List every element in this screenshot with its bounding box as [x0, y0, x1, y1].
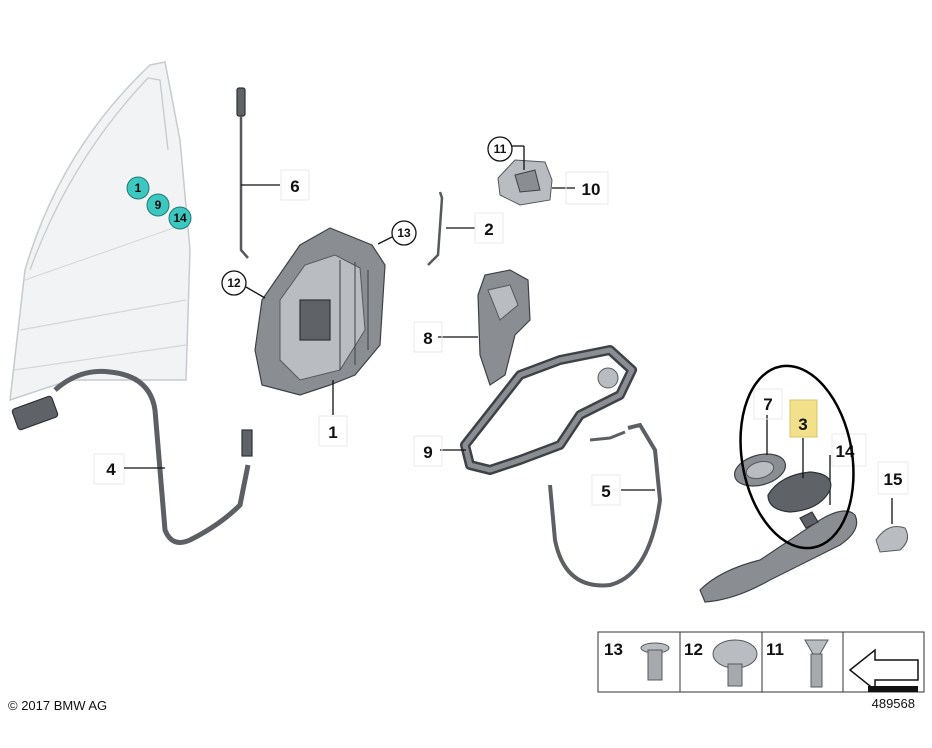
- screw-13-cell: 13: [604, 640, 670, 681]
- svg-text:9: 9: [155, 198, 162, 212]
- door-marker-1: 1: [126, 176, 150, 200]
- part-7-gasket: [733, 453, 787, 487]
- svg-text:12: 12: [684, 640, 703, 659]
- callout-8: 8: [423, 329, 432, 348]
- part-1-door-lock: [254, 227, 386, 396]
- svg-text:11: 11: [766, 640, 784, 659]
- callout-1: 1: [328, 423, 337, 442]
- callout-5: 5: [601, 482, 610, 501]
- callout-9: 9: [423, 443, 432, 462]
- callout-11-circle: 11: [487, 136, 513, 162]
- part-2-rod: [427, 191, 444, 266]
- part-6-rod: [236, 87, 249, 259]
- callout-13-circle: 13: [391, 220, 417, 246]
- screw-12-cell: 12: [684, 639, 758, 687]
- callout-10: 10: [582, 180, 601, 199]
- arrow-icon: [848, 648, 919, 692]
- screw-11-cell: 11: [766, 639, 829, 688]
- svg-text:13: 13: [604, 640, 623, 659]
- part-5-cable: [548, 422, 663, 588]
- svg-text:11: 11: [494, 142, 507, 156]
- callout-4: 4: [106, 460, 116, 479]
- part-15-plug: [875, 526, 909, 553]
- door-outline: [9, 61, 191, 402]
- callout-12-circle: 12: [221, 270, 247, 296]
- part-8-bracket: [477, 269, 531, 386]
- focus-ellipse: [739, 364, 855, 550]
- highlight-3: [789, 399, 818, 438]
- svg-text:14: 14: [173, 211, 187, 225]
- part-14-outer-handle: [699, 510, 858, 603]
- diagram-number: 489568: [872, 696, 915, 711]
- callout-7: 7: [763, 395, 772, 414]
- svg-text:1: 1: [135, 181, 142, 195]
- part-4-cable: [11, 368, 253, 545]
- door-marker-9: 9: [146, 193, 170, 217]
- svg-text:12: 12: [227, 276, 241, 290]
- svg-text:13: 13: [397, 226, 411, 240]
- callout-3: 3: [798, 415, 807, 434]
- copyright: © 2017 BMW AG: [8, 698, 107, 713]
- door-marker-14: 14: [168, 206, 192, 230]
- part-10-striker: [497, 159, 553, 206]
- callout-15: 15: [884, 470, 903, 489]
- screw-table: 13 12 11: [597, 631, 925, 693]
- part-3-cap: [767, 471, 832, 513]
- part-9-carrier: [460, 345, 637, 475]
- callout-2: 2: [484, 220, 493, 239]
- callout-6: 6: [290, 177, 299, 196]
